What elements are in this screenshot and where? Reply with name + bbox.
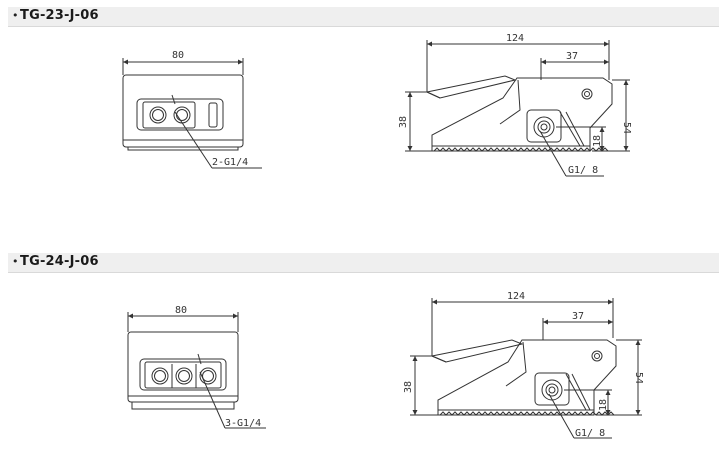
section-title-2: TG-24-J-06	[20, 254, 99, 269]
body-height-dim-label-2: 38	[403, 381, 414, 393]
offset-dim-label-1: 37	[566, 51, 578, 62]
height-dim-label-1: 54	[621, 122, 632, 134]
length-dim-label-1: 124	[506, 33, 524, 44]
bullet-icon: •	[12, 9, 19, 22]
width-dim-label-1: 80	[172, 50, 184, 61]
top-view-2	[127, 312, 266, 429]
offset-dim-label-2: 37	[572, 311, 584, 322]
side-view-1	[405, 40, 630, 177]
body-height-dim-label-1: 38	[398, 116, 409, 128]
port-height-dim-label-1: 18	[592, 135, 603, 147]
section-header-2: • TG-24-J-06	[8, 253, 719, 273]
width-dim-label-2: 80	[175, 305, 187, 316]
port-label-top-1: 2-G1/4	[212, 157, 248, 168]
section-title-1: TG-23-J-06	[20, 8, 99, 23]
height-dim-label-2: 54	[633, 372, 644, 384]
port-label-top-2: 3-G1/4	[225, 418, 261, 429]
port-label-side-2: G1/ 8	[575, 428, 605, 439]
side-view-2	[410, 298, 642, 439]
port-height-dim-label-2: 18	[598, 399, 609, 411]
length-dim-label-2: 124	[507, 291, 525, 302]
section-header-1: • TG-23-J-06	[8, 7, 719, 27]
bullet-icon: •	[12, 255, 19, 268]
port-label-side-1: G1/ 8	[568, 165, 598, 176]
top-view-1	[122, 58, 262, 169]
